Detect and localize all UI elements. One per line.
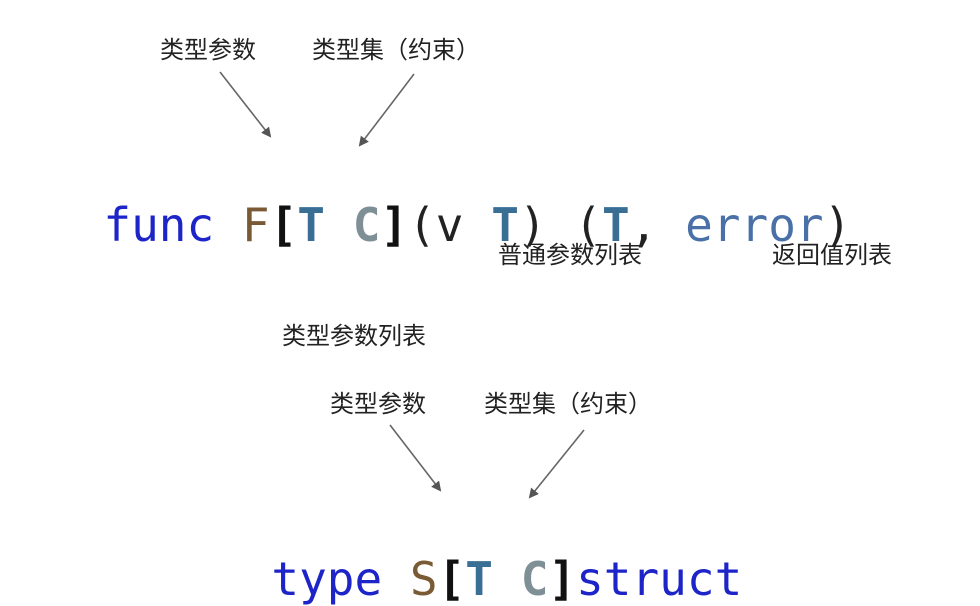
arrow-type-param-bottom	[389, 424, 442, 492]
ret-open: (	[574, 198, 602, 252]
close-bracket: ]	[380, 198, 409, 252]
ret-type-t: T	[602, 198, 630, 252]
ret-error: error	[685, 198, 824, 252]
label-returns-list: 返回值列表	[772, 241, 892, 269]
params-open: (v	[408, 198, 464, 252]
params-close: )	[518, 198, 547, 252]
annotation-arrows	[219, 71, 585, 499]
label-type-param-list: 类型参数列表	[282, 322, 426, 350]
open-bracket: [	[269, 198, 298, 252]
param-type-t: T	[491, 198, 519, 252]
func-keyword: func	[103, 198, 215, 252]
type-param-t: T	[297, 198, 325, 252]
label-params-list: 普通参数列表	[498, 241, 642, 269]
label-type-set-bottom: 类型集（约束）	[484, 390, 652, 418]
arrow-type-param-top	[219, 71, 272, 138]
constraint-c: C	[352, 198, 381, 252]
arrow-type-set-top	[358, 73, 415, 147]
ret-comma: ,	[629, 198, 658, 252]
func-signature: func F[T C](v T) (T, error)	[48, 156, 851, 248]
label-type-param-top: 类型参数	[160, 36, 256, 64]
label-type-set-top: 类型集（约束）	[312, 36, 480, 64]
label-type-param-bottom: 类型参数	[330, 390, 426, 418]
func-name: F	[241, 198, 270, 252]
ret-close: )	[823, 198, 852, 252]
arrow-type-set-bottom	[528, 429, 585, 499]
